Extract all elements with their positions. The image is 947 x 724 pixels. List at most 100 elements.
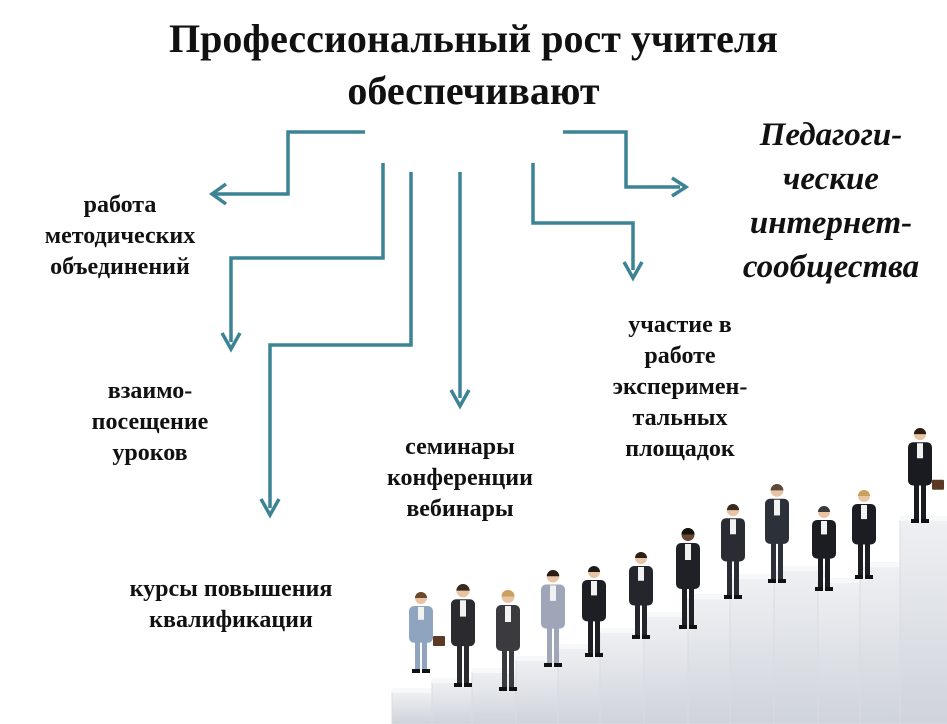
person-leg xyxy=(502,645,507,689)
arrow-methodical xyxy=(215,130,365,196)
stair-step xyxy=(643,615,697,724)
stair-tread xyxy=(644,612,696,617)
person-shoe xyxy=(412,669,420,673)
briefcase-icon xyxy=(932,479,944,490)
person-shirt xyxy=(460,600,466,617)
person-shirt xyxy=(917,443,923,459)
person-leg xyxy=(682,583,687,627)
person-torso xyxy=(721,518,745,562)
person-leg xyxy=(588,615,593,656)
stair-tread xyxy=(600,628,652,633)
person-torso xyxy=(582,580,606,622)
person-shirt xyxy=(638,567,644,581)
stair-tread xyxy=(558,644,608,649)
stair-tread xyxy=(860,562,908,567)
person-figure xyxy=(496,590,520,691)
person-leg xyxy=(422,637,427,673)
person-torso xyxy=(812,520,836,559)
person-torso xyxy=(765,498,789,544)
person-figure xyxy=(765,484,789,583)
stair-tread xyxy=(818,578,868,583)
person-shirt xyxy=(418,607,424,620)
person-figure xyxy=(812,506,836,591)
label-internet-communities: Педагоги- ческие интернет- сообщества xyxy=(742,117,920,285)
person-figure xyxy=(676,528,700,629)
person-shoe xyxy=(642,635,650,639)
person-leg xyxy=(689,583,694,627)
person-leg xyxy=(858,538,863,578)
person-hair xyxy=(770,484,784,491)
person-shoe xyxy=(734,595,742,599)
person-leg xyxy=(635,600,640,638)
person-hair xyxy=(858,490,870,496)
stair-tread xyxy=(688,594,738,599)
person-leg xyxy=(642,600,647,638)
person-shoe xyxy=(509,687,517,691)
person-leg xyxy=(464,640,469,685)
briefcase-icon xyxy=(433,636,445,646)
person-shirt xyxy=(685,544,691,560)
stair-tread xyxy=(432,678,480,683)
person-shoe xyxy=(585,653,593,657)
person-shoe xyxy=(865,575,873,579)
label-experimental: участие в работе эксперимен- тальных пло… xyxy=(612,312,748,462)
person-shirt xyxy=(861,505,867,520)
person-shoe xyxy=(855,575,863,579)
person-torso xyxy=(852,504,876,545)
person-shoe xyxy=(595,653,603,657)
arrowhead-courses xyxy=(259,498,281,519)
arrowhead-seminars xyxy=(449,389,471,410)
staircase xyxy=(391,516,947,724)
person-hair xyxy=(681,528,695,535)
person-leg xyxy=(818,553,823,591)
person-leg xyxy=(727,555,732,598)
stair-tread xyxy=(730,574,782,579)
person-leg xyxy=(554,622,559,666)
person-hair xyxy=(546,570,560,577)
arrowhead-internet xyxy=(671,176,690,198)
person-figure xyxy=(721,503,745,599)
label-seminars: семинары конференции вебинары xyxy=(387,434,533,522)
label-visits: взаимо- посещение уроков xyxy=(91,378,209,466)
person-hair xyxy=(818,506,830,512)
page-title-line2: обеспечивают xyxy=(347,68,600,113)
person-figure xyxy=(852,490,876,579)
person-shirt xyxy=(774,499,780,516)
label-methodical: работа методических объединений xyxy=(44,192,196,280)
stair-step xyxy=(773,569,827,724)
person-hair xyxy=(913,427,927,435)
person-leg xyxy=(825,553,830,591)
stair-step xyxy=(899,519,947,724)
person-figure xyxy=(451,584,475,687)
arrowhead-experimental xyxy=(622,261,644,282)
person-torso xyxy=(496,605,520,651)
person-shoe xyxy=(921,519,929,523)
person-shirt xyxy=(821,521,827,535)
stair-tread xyxy=(472,668,524,673)
person-shoe xyxy=(815,587,823,591)
person-leg xyxy=(509,645,514,689)
person-leg xyxy=(778,537,783,582)
person-hair xyxy=(635,552,647,558)
stair-tread xyxy=(774,566,826,571)
person-shoe xyxy=(632,635,640,639)
business-people xyxy=(409,427,944,691)
person-figure xyxy=(541,570,565,667)
person-leg xyxy=(547,622,552,666)
person-shirt xyxy=(591,581,597,596)
arrowhead-visits xyxy=(220,332,242,353)
person-leg xyxy=(771,537,776,582)
person-figure xyxy=(409,592,445,673)
page-title-line1: Профессиональный рост учителя xyxy=(169,16,778,61)
person-shoe xyxy=(554,663,562,667)
person-shoe xyxy=(464,683,472,687)
person-torso xyxy=(409,606,433,643)
person-shoe xyxy=(911,519,919,523)
person-leg xyxy=(865,538,870,578)
person-shirt xyxy=(505,606,511,622)
person-figure xyxy=(629,552,653,639)
person-shoe xyxy=(422,669,430,673)
person-shoe xyxy=(768,579,776,583)
person-leg xyxy=(595,615,600,656)
